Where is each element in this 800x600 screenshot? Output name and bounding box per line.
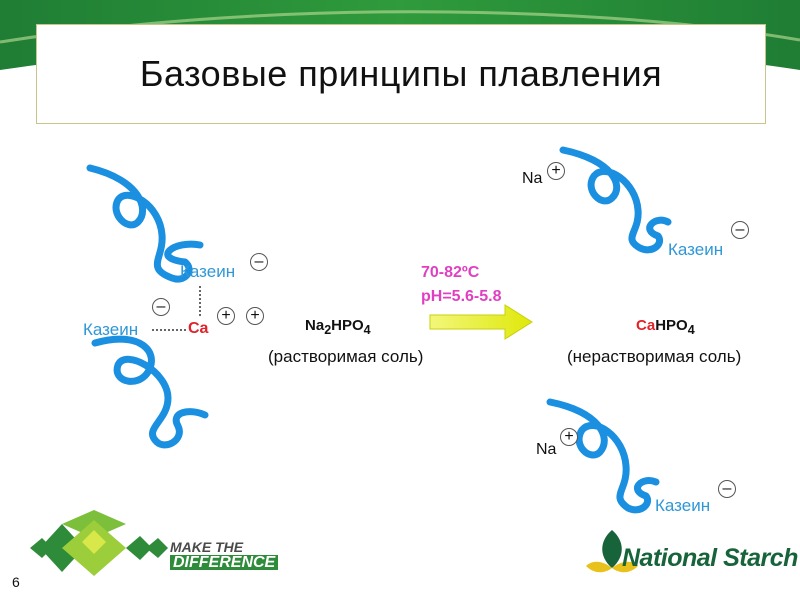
casein-strand-top-left	[86, 164, 204, 283]
ph-condition: pH=5.6-5.8	[421, 288, 502, 305]
minus-charge-top-right: –	[731, 221, 749, 239]
casein-strand-bottom-left	[91, 335, 209, 449]
make-difference-logo: MAKE THE DIFFERENCE	[170, 539, 279, 571]
formula-hpo: HPO	[331, 317, 364, 334]
difference-text: DIFFERENCE	[170, 555, 279, 571]
national-starch-brand: National Starch	[622, 544, 798, 572]
sodium-ion-bottom: Na	[536, 441, 557, 458]
formula-sub-4: 4	[363, 323, 371, 337]
casein-strand-top-right	[559, 146, 672, 254]
calcium-phosphate-formula: CaHPO4	[636, 317, 695, 337]
casein-strand-bottom-right	[546, 398, 660, 514]
plus-charge-calcium-1: +	[217, 307, 235, 325]
minus-charge-bottom-right: –	[718, 480, 736, 498]
temperature-condition: 70-82ºC	[421, 264, 480, 281]
plus-charge-sodium-top: +	[547, 162, 565, 180]
product-sub-4: 4	[687, 323, 695, 337]
soluble-salt-note: (растворимая соль)	[268, 347, 424, 366]
product-hpo: HPO	[655, 317, 688, 334]
formula-sub-2: 2	[324, 323, 332, 337]
casein-label-top-right: Казеин	[668, 240, 724, 259]
sodium-phosphate-formula: Na2HPO4	[305, 317, 371, 337]
casein-label-left: Казеин	[83, 320, 139, 339]
plus-charge-calcium-2: +	[246, 307, 264, 325]
reaction-arrow	[429, 304, 533, 340]
page-title: Базовые принципы плавления	[139, 53, 663, 94]
casein-label-top-left: Казеин	[180, 262, 236, 281]
product-ca: Ca	[636, 317, 656, 334]
national-starch-leaf	[586, 530, 638, 573]
casein-label-bottom-right: Казеин	[655, 496, 711, 515]
insoluble-salt-note: (нерастворимая соль)	[567, 347, 742, 366]
minus-charge-top-left: –	[250, 253, 268, 271]
make-difference-logo-mark	[30, 510, 168, 576]
sodium-ion-top: Na	[522, 170, 543, 187]
slide-number: 6	[12, 574, 20, 590]
formula-na: Na	[305, 317, 325, 334]
minus-charge-left: –	[152, 298, 170, 316]
make-the-text: MAKE THE	[170, 539, 244, 555]
calcium-ion-label: Ca	[188, 320, 209, 337]
title-box: Базовые принципы плавления	[36, 24, 766, 124]
plus-charge-sodium-bottom: +	[560, 428, 578, 446]
